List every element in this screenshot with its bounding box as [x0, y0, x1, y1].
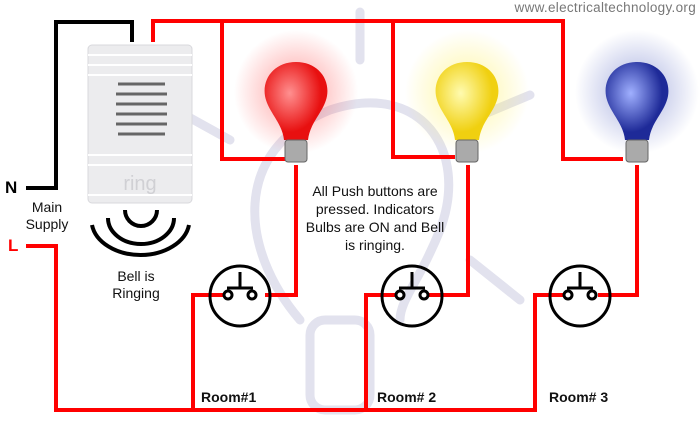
bulb-blue — [575, 30, 699, 163]
room3-label: Room# 3 — [549, 389, 609, 405]
sound-waves-icon — [90, 209, 191, 258]
room1-label: Room#1 — [201, 389, 257, 405]
live-wire-bottom — [26, 244, 537, 412]
bell-brand-logo: ring — [123, 173, 156, 195]
live-wire-top — [151, 19, 623, 161]
website-watermark: www.electricaltechnology.org — [514, 0, 696, 15]
description-text: All Push buttons are pressed. Indicators… — [305, 183, 445, 253]
room2-label: Room# 2 — [377, 389, 437, 405]
neutral-wire — [26, 20, 134, 190]
live-label: L — [8, 236, 19, 255]
bulb-red — [234, 30, 358, 163]
push-button-room1 — [208, 264, 272, 328]
neutral-label: N — [5, 178, 18, 197]
push-button-room2 — [380, 264, 444, 328]
main-supply-label: Main Supply — [25, 199, 69, 232]
bell-status-label: Bell is Ringing — [112, 268, 160, 301]
bulb-yellow — [405, 30, 529, 163]
push-button-room3 — [548, 264, 612, 328]
bell-unit: ring — [87, 44, 193, 204]
